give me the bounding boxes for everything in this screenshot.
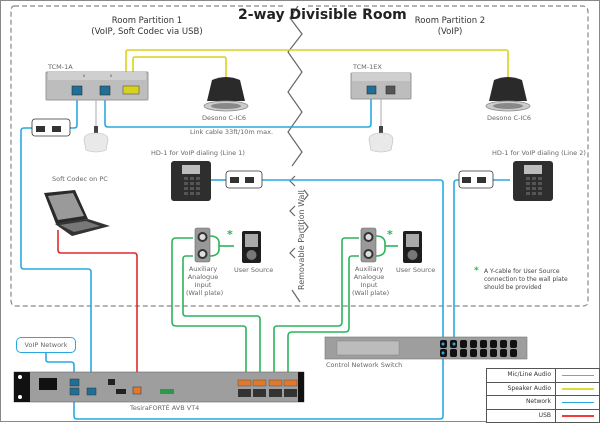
legend-row-network: Network (487, 395, 599, 409)
legend-row-usb: USB (487, 408, 599, 422)
ceiling-mic-2 (368, 99, 394, 153)
user-source-1-label: User Source (234, 266, 274, 274)
user-source-device-1 (242, 231, 261, 263)
svg-text:II: II (83, 74, 85, 78)
aux-input-1-line: (Wall plate) (186, 289, 224, 298)
y-cable-marker-2: * (387, 228, 393, 241)
hd1-line1-label: HD-1 for VoIP dialing (Line 1) (151, 149, 245, 157)
partition-wall (287, 5, 303, 167)
tcm-1a-device: II II (45, 71, 149, 101)
room-boundary (10, 5, 589, 307)
aux-input-2-line: (Wall plate) (352, 289, 390, 298)
legend-row-mic-line: Mic/Line Audio (487, 369, 599, 382)
room-partition-2-name: Room Partition 2 (414, 16, 486, 26)
network-cables (20, 95, 510, 420)
room-partition-1-desc: (VoIP, Soft Codec via USB) (91, 26, 203, 37)
speaker-cables (125, 49, 509, 82)
y-cable-note-line: connection to the wall plate (484, 275, 568, 283)
room-partition-2-label: Room Partition 2 (VoIP) (400, 16, 500, 37)
legend-label: Network (487, 396, 556, 409)
y-cable-note-line: should be provided (484, 283, 542, 291)
svg-text:II: II (110, 74, 112, 78)
ceiling-speaker-2 (485, 77, 531, 112)
tcm-1a-label: TCM-1A (48, 63, 73, 71)
speaker-1-label: Desono C-IC6 (202, 114, 247, 122)
wall-plate-2 (360, 227, 377, 263)
user-source-device-2 (403, 231, 422, 263)
aux-input-2-line: Input (360, 281, 378, 290)
laptop (44, 190, 110, 236)
tcm-1ex-device (350, 72, 412, 100)
aux-input-1-line: Input (194, 281, 212, 290)
room-partition-2-desc: (VoIP) (437, 26, 463, 37)
legend-swatch-speaker (561, 388, 594, 390)
user-source-2-label: User Source (396, 266, 436, 274)
legend-swatch-mic-line (561, 374, 594, 376)
room-partition-1-name: Room Partition 1 (111, 16, 183, 26)
voip-network-box: VoIP Network (16, 337, 76, 353)
legend-label: USB (487, 409, 556, 422)
mic-line-cables (171, 235, 398, 378)
network-switch (324, 336, 528, 360)
tesiraforte-dsp (13, 371, 305, 403)
legend-label: Speaker Audio (487, 382, 556, 395)
hd1-dialer-1 (171, 161, 211, 201)
room-partition-1-label: Room Partition 1 (VoIP, Soft Codec via U… (72, 16, 222, 37)
aux-input-1-line: Auxiliary (188, 265, 218, 273)
legend-row-speaker: Speaker Audio (487, 381, 599, 395)
hd1-line2-label: HD-1 for VoIP dialing (Line 2) (492, 149, 586, 157)
legend-swatch-usb (561, 415, 594, 417)
dsp-label: TesiraFORTÉ AVB VT4 (130, 404, 200, 412)
poe-injector-1 (31, 118, 71, 137)
diagram-title: 2-way Divisible Room (238, 7, 407, 23)
link-cable-label: Link cable 33ft/10m max. (190, 128, 274, 136)
ceiling-speaker-1 (203, 77, 249, 112)
y-cable-note: * A Y-cable for User Source connection t… (474, 266, 568, 291)
hd1-dialer-2 (513, 161, 553, 201)
aux-input-1-label: Auxiliary Analogue Input (Wall plate) (186, 265, 224, 298)
speaker-2-label: Desono C-IC6 (487, 114, 532, 122)
soft-codec-label: Soft Codec on PC (52, 175, 108, 183)
ceiling-mic-1 (83, 100, 109, 153)
partition-wall-label: Removable Partition Wall (297, 190, 306, 290)
aux-input-2-line: Analogue (353, 273, 385, 282)
aux-input-2-line: Auxiliary (354, 265, 384, 273)
legend-label: Mic/Line Audio (487, 369, 556, 382)
partition-wall-chevrons (289, 175, 309, 303)
usb-cable (57, 230, 138, 384)
tcm-1ex-label: TCM-1EX (353, 63, 382, 71)
legend-swatch-network (561, 401, 594, 403)
y-cable-marker-1: * (227, 228, 233, 241)
aux-input-1-line: Analogue (187, 273, 219, 282)
poe-injector-2 (225, 170, 263, 189)
y-cable-note-line: A Y-cable for User Source (484, 268, 560, 275)
poe-injector-3 (458, 170, 494, 189)
y-cable-note-star-icon: * (474, 266, 479, 276)
legend: Mic/Line Audio Speaker Audio Network USB (486, 368, 600, 423)
aux-input-2-label: Auxiliary Analogue Input (Wall plate) (352, 265, 390, 298)
switch-label: Control Network Switch (326, 361, 403, 369)
wall-plate-1 (194, 227, 211, 263)
